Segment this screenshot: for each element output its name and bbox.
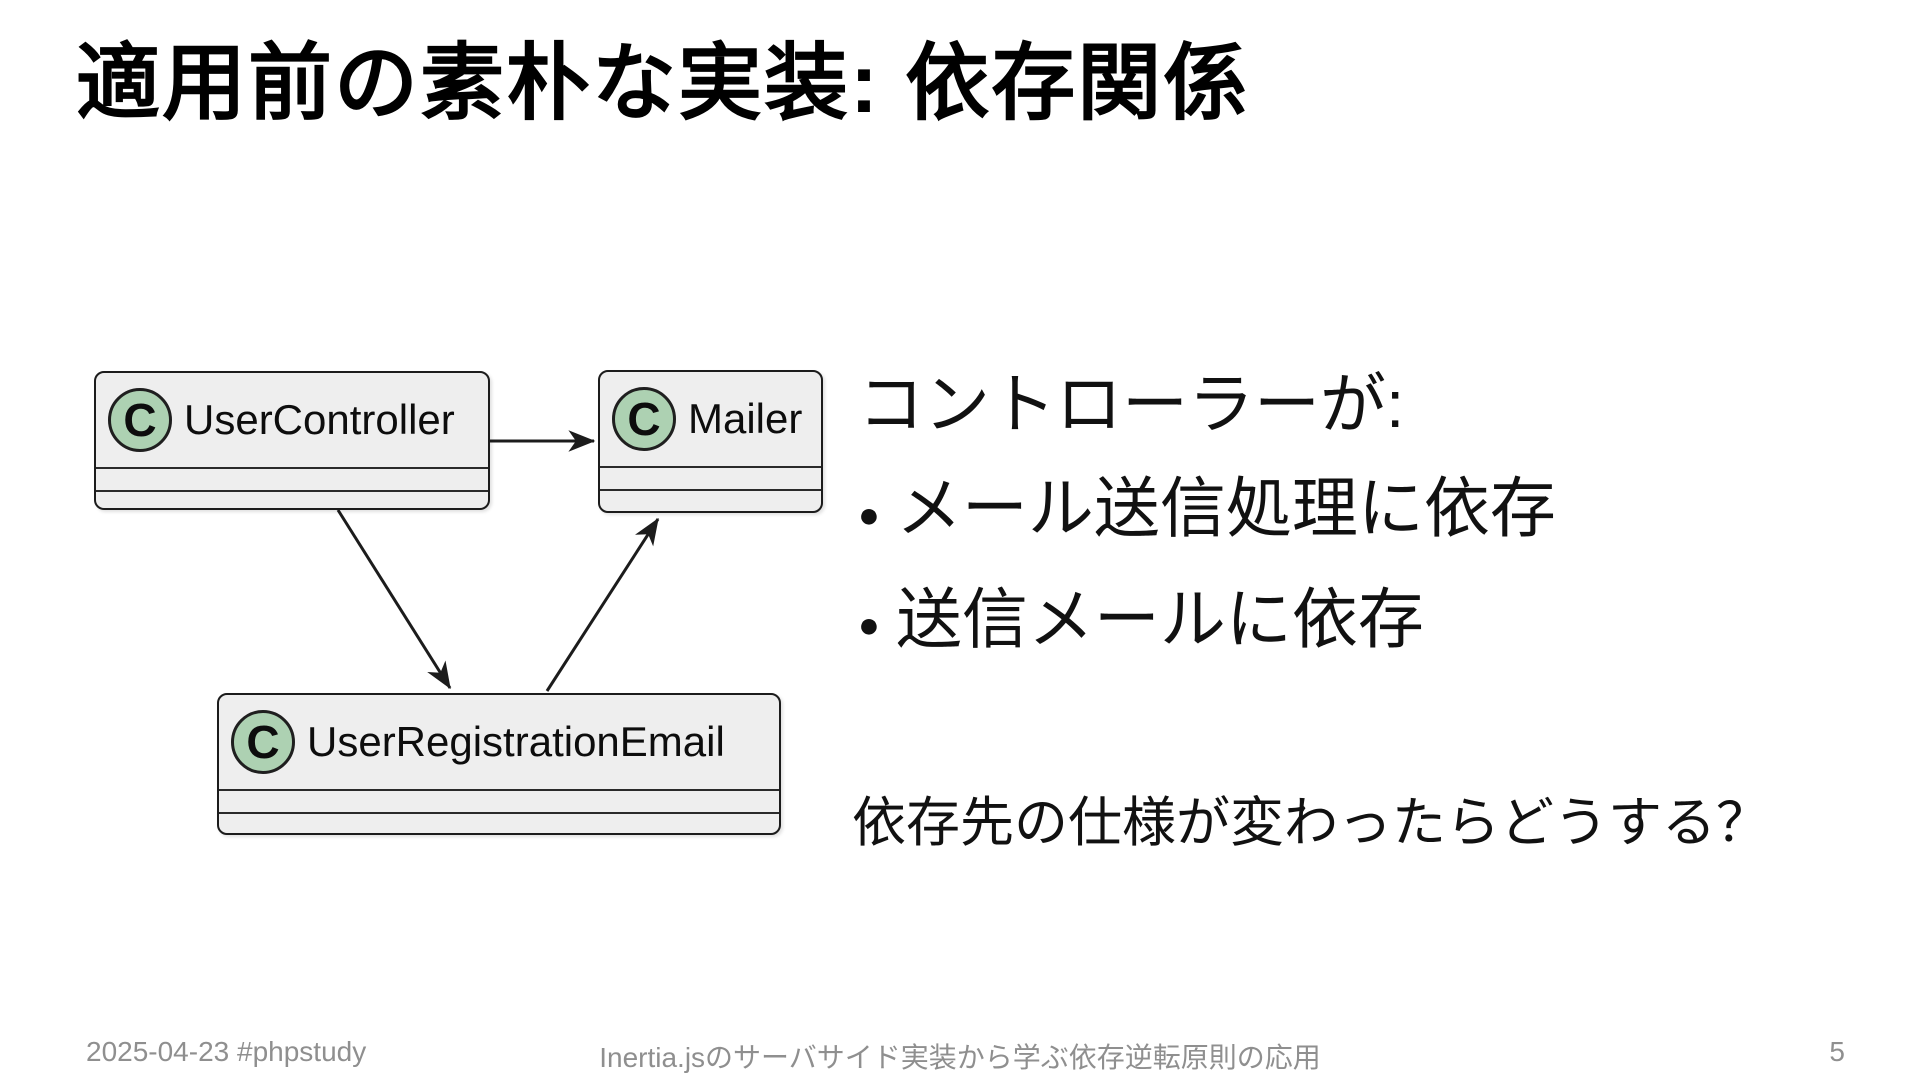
question-text: 依存先の仕様が変わったらどうする？ bbox=[852, 793, 1770, 853]
methods-compartment bbox=[96, 490, 488, 508]
notes-block: コントローラーが: ● メール送信処理に依存 ● 送信メールに依存 bbox=[858, 352, 1556, 677]
arrow-usercontroller-to-userregemail bbox=[336, 509, 452, 690]
class-circle-icon: C bbox=[231, 710, 295, 774]
footer-deck-title: Inertia.jsのサーバサイド実装から学ぶ依存逆転原則の応用 bbox=[599, 1042, 1321, 1073]
class-circle-icon: C bbox=[612, 387, 676, 451]
fields-compartment bbox=[219, 789, 779, 812]
class-name: Mailer bbox=[688, 395, 803, 442]
arrow-userregemail-to-mailer bbox=[545, 517, 660, 692]
class-header: C UserController bbox=[96, 373, 488, 467]
bullet-icon: ● bbox=[858, 604, 880, 646]
footer-page-number: 5 bbox=[1829, 1036, 1845, 1067]
class-box-userregistrationemail: C UserRegistrationEmail bbox=[217, 693, 781, 835]
bullet-text: 送信メールに依存 bbox=[895, 581, 1424, 656]
bullet-text: メール送信処理に依存 bbox=[895, 471, 1556, 545]
methods-compartment bbox=[600, 489, 821, 511]
class-header: C Mailer bbox=[600, 372, 821, 466]
methods-compartment bbox=[219, 812, 779, 833]
class-header: C UserRegistrationEmail bbox=[219, 695, 779, 789]
slide-footer: 2025-04-23 #phpstudy Inertia.jsのサーバサイド実装… bbox=[0, 1036, 1920, 1073]
class-name: UserController bbox=[184, 396, 455, 443]
fields-compartment bbox=[600, 466, 821, 489]
class-circle-icon: C bbox=[108, 388, 172, 452]
bullet-icon: ● bbox=[858, 493, 880, 535]
slide-title: 適用前の素朴な実装: 依存関係 bbox=[76, 36, 1250, 130]
class-box-usercontroller: C UserController bbox=[94, 371, 490, 510]
notes-bullet: ● 送信メールに依存 bbox=[858, 567, 1556, 678]
footer-date-event: 2025-04-23 #phpstudy bbox=[86, 1036, 367, 1067]
class-name: UserRegistrationEmail bbox=[307, 718, 725, 765]
class-box-mailer: C Mailer bbox=[598, 370, 823, 513]
notes-heading: コントローラーが: bbox=[858, 367, 1405, 441]
notes-bullet: ● メール送信処理に依存 bbox=[858, 456, 1556, 567]
fields-compartment bbox=[96, 467, 488, 490]
